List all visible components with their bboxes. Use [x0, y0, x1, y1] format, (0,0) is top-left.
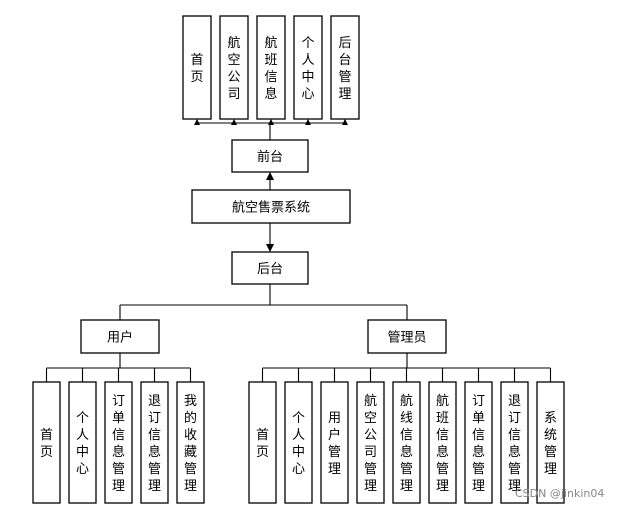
admin-module-7: 订单信息管理	[464, 381, 493, 504]
admin-module-2: 个人中心	[284, 381, 313, 504]
admin-module-5-label: 航线信息管理	[400, 393, 413, 494]
user-module-2-box	[68, 381, 97, 504]
admin-module-8-label: 退订信息管理	[508, 394, 521, 494]
admin-module-7-box	[464, 381, 493, 504]
admin-module-1-label: 首页	[256, 428, 269, 460]
admin-node-box	[367, 319, 447, 354]
user-module-5-label: 我的收藏管理	[184, 394, 197, 494]
user-module-4-box	[140, 381, 169, 504]
user-module-3-label: 订单信息管理	[112, 394, 125, 494]
backend-node-label: 后台	[257, 262, 283, 277]
user-module-5: 我的收藏管理	[176, 381, 205, 504]
user-module-4: 退订信息管理	[140, 381, 169, 504]
admin-module-6-label: 航班信息管理	[436, 393, 449, 494]
frontend-module-2-box	[219, 15, 249, 120]
user-node-box	[80, 319, 160, 354]
admin-module-1: 首页	[248, 381, 277, 504]
user-node-label: 用户	[107, 330, 133, 346]
user-node: 用户	[80, 319, 160, 354]
admin-module-2-box	[284, 381, 313, 504]
admin-module-6: 航班信息管理	[428, 381, 457, 504]
admin-module-8: 退订信息管理	[500, 381, 529, 504]
admin-module-2-label: 个人中心	[292, 411, 305, 477]
frontend-module-5: 后台管理	[330, 15, 360, 120]
system-node: 航空售票系统	[191, 189, 351, 224]
admin-module-4-label: 航空公司管理	[364, 393, 377, 494]
admin-module-3-label: 用户管理	[328, 411, 341, 477]
admin-node-label: 管理员	[387, 331, 426, 346]
frontend-node-label: 前台	[257, 149, 283, 165]
backend-node: 后台	[231, 251, 309, 285]
admin-node: 管理员	[367, 319, 447, 354]
watermark: CSDN @jinkin04	[515, 487, 605, 500]
system-node-label: 航空售票系统	[232, 200, 310, 216]
frontend-module-2-label: 航空公司	[227, 35, 240, 102]
user-module-3-box	[104, 381, 133, 504]
user-module-1-box	[32, 381, 61, 504]
admin-module-4: 航空公司管理	[356, 381, 385, 504]
frontend-module-4: 个人中心	[293, 15, 323, 120]
user-module-1: 首页	[32, 381, 61, 504]
frontend-node-box	[231, 139, 309, 173]
admin-module-3: 用户管理	[320, 381, 349, 504]
backend-node-box	[231, 251, 309, 285]
frontend-module-1-box	[182, 15, 212, 120]
frontend-module-1: 首页	[182, 15, 212, 120]
admin-module-8-box	[500, 381, 529, 504]
frontend-module-1-label: 首页	[190, 53, 203, 85]
admin-module-5: 航线信息管理	[392, 381, 421, 504]
system-node-box	[191, 189, 351, 224]
frontend-node: 前台	[231, 139, 309, 173]
frontend-module-5-box	[330, 15, 360, 120]
frontend-module-3-label: 航班信息	[264, 35, 277, 102]
frontend-module-4-label: 个人中心	[301, 36, 314, 102]
admin-module-3-box	[320, 381, 349, 504]
admin-module-1-box	[248, 381, 277, 504]
admin-module-4-box	[356, 381, 385, 504]
admin-module-5-box	[392, 381, 421, 504]
admin-module-6-box	[428, 381, 457, 504]
user-module-2: 个人中心	[68, 381, 97, 504]
frontend-module-3-box	[256, 15, 286, 120]
user-module-3: 订单信息管理	[104, 381, 133, 504]
frontend-module-5-label: 后台管理	[338, 36, 351, 102]
user-module-4-label: 退订信息管理	[148, 394, 161, 494]
admin-module-9: 系统管理	[536, 381, 565, 504]
admin-module-9-label: 系统管理	[544, 411, 557, 477]
admin-module-9-box	[536, 381, 565, 504]
frontend-module-2: 航空公司	[219, 15, 249, 120]
user-module-5-box	[176, 381, 205, 504]
frontend-module-3: 航班信息	[256, 15, 286, 120]
user-module-2-label: 个人中心	[76, 411, 89, 477]
user-module-1-label: 首页	[40, 428, 53, 460]
admin-module-7-label: 订单信息管理	[472, 394, 485, 494]
frontend-module-4-box	[293, 15, 323, 120]
